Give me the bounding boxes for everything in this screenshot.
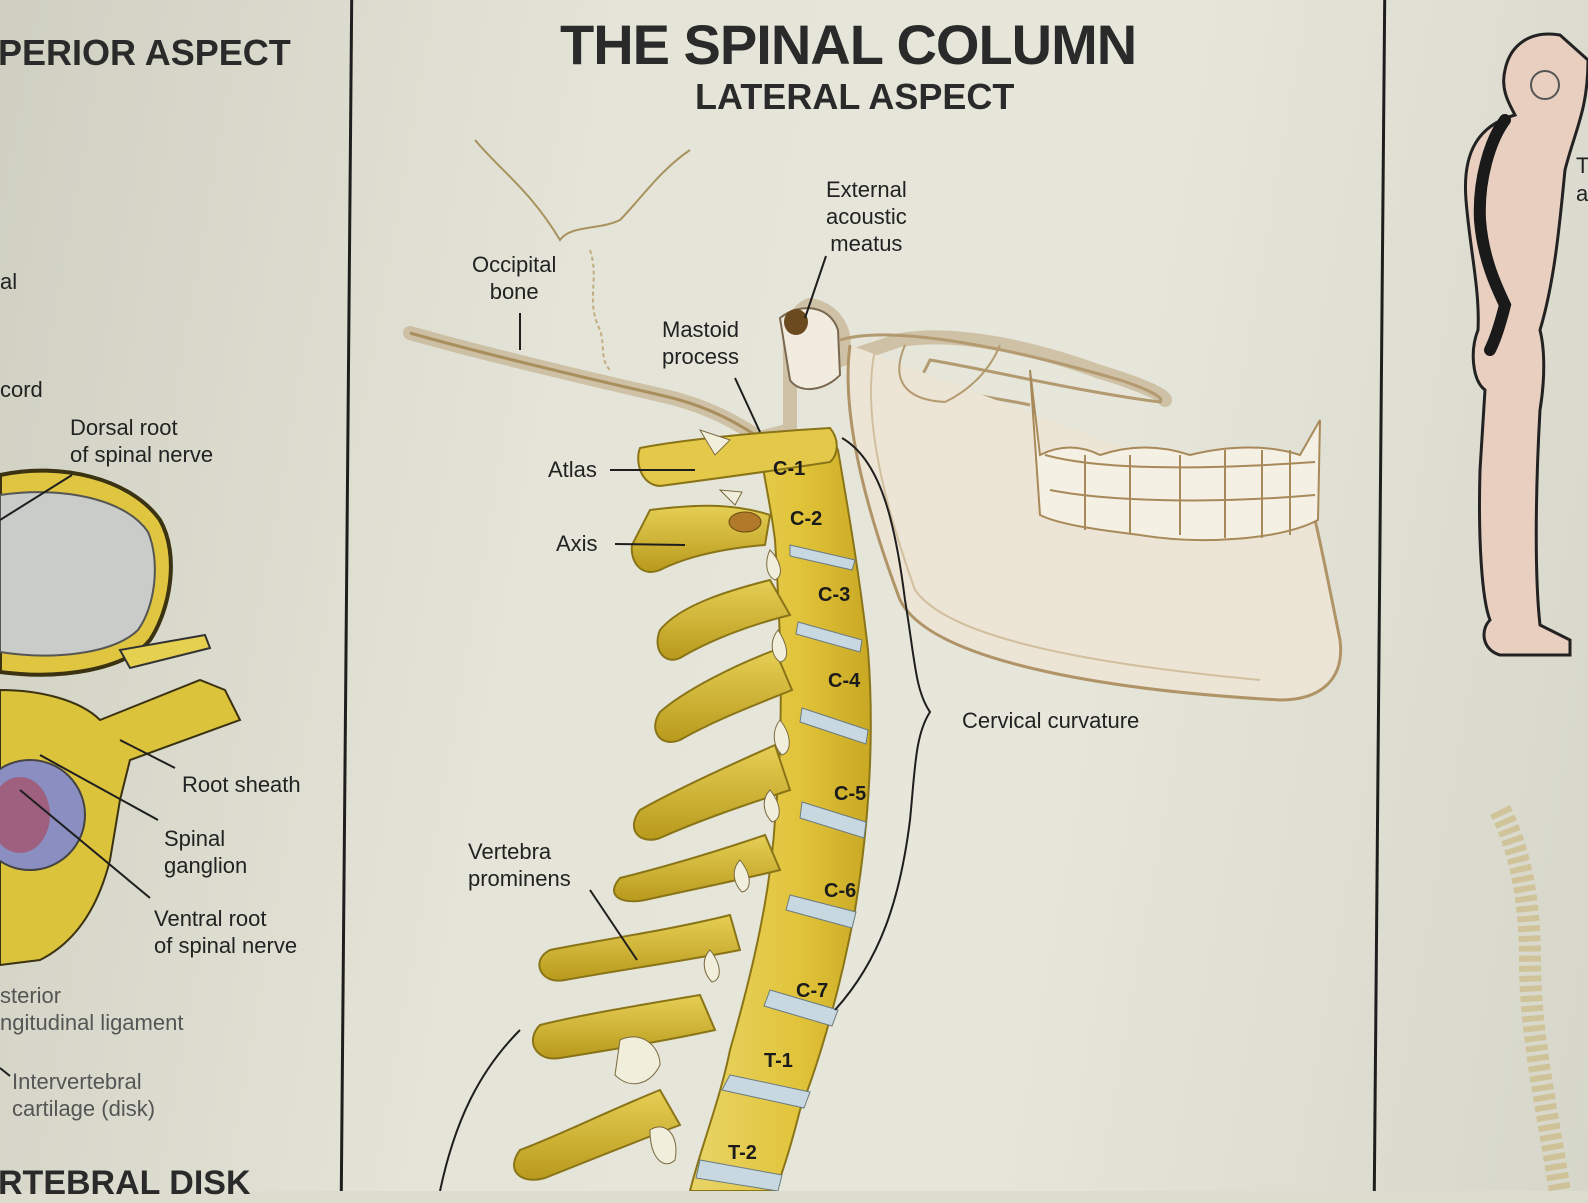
faint-spine-sketch bbox=[1490, 805, 1571, 1191]
left-panel-title: PERIOR ASPECT bbox=[0, 32, 291, 73]
vertebra-label-c6: C-6 bbox=[824, 880, 857, 902]
label-occipital-bone: Occipital bone bbox=[472, 252, 557, 304]
label-ventral-root: Ventral root of spinal nerve bbox=[154, 906, 298, 958]
label-dorsal-root: Dorsal root of spinal nerve bbox=[70, 415, 214, 467]
label-mastoid-process: Mastoid process bbox=[662, 317, 740, 369]
label-atlas: Atlas bbox=[548, 457, 597, 482]
left-cross-section bbox=[0, 468, 242, 1077]
label-cervical-curvature: Cervical curvature bbox=[962, 708, 1140, 733]
label-posterior-ligament: sterior ngitudinal ligament bbox=[0, 983, 184, 1035]
page-subtitle: LATERAL ASPECT bbox=[695, 76, 1015, 117]
cervical-curvature-bracket bbox=[834, 437, 932, 1011]
leader-lines bbox=[519, 255, 827, 961]
label-root-sheath: Root sheath bbox=[182, 772, 301, 797]
label-vertebra-prominens: Vertebra prominens bbox=[468, 839, 571, 891]
label-spinal-ganglion: Spinal ganglion bbox=[164, 826, 248, 878]
vertebra-label-c5: C-5 bbox=[834, 783, 867, 805]
label-al: al bbox=[0, 269, 18, 294]
vertebra-label-c2: C-2 bbox=[790, 508, 823, 530]
vertebra-label-c1: C-1 bbox=[773, 458, 806, 480]
label-external-acoustic-meatus: External acoustic meatus bbox=[826, 177, 907, 256]
right-partial-text-2: a bbox=[1576, 181, 1588, 206]
left-panel-bottom-title: RTEBRAL DISK bbox=[0, 1164, 251, 1202]
skull-outline bbox=[403, 139, 1343, 702]
label-axis: Axis bbox=[556, 531, 598, 556]
label-intervertebral-cartilage: Intervertebral cartilage (disk) bbox=[12, 1069, 156, 1121]
vertebra-label-c7: C-7 bbox=[796, 980, 829, 1002]
page-title: THE SPINAL COLUMN bbox=[560, 13, 1137, 76]
label-cord: cord bbox=[0, 377, 43, 402]
spinal-column bbox=[513, 426, 872, 1191]
vertebra-label-t2: T-2 bbox=[728, 1142, 757, 1164]
vertebra-label-c3: C-3 bbox=[818, 584, 851, 606]
vertebra-label-c4: C-4 bbox=[828, 670, 861, 692]
right-partial-text-1: T bbox=[1576, 153, 1588, 178]
vertebra-label-t1: T-1 bbox=[764, 1050, 793, 1072]
standing-figure bbox=[1463, 32, 1588, 657]
